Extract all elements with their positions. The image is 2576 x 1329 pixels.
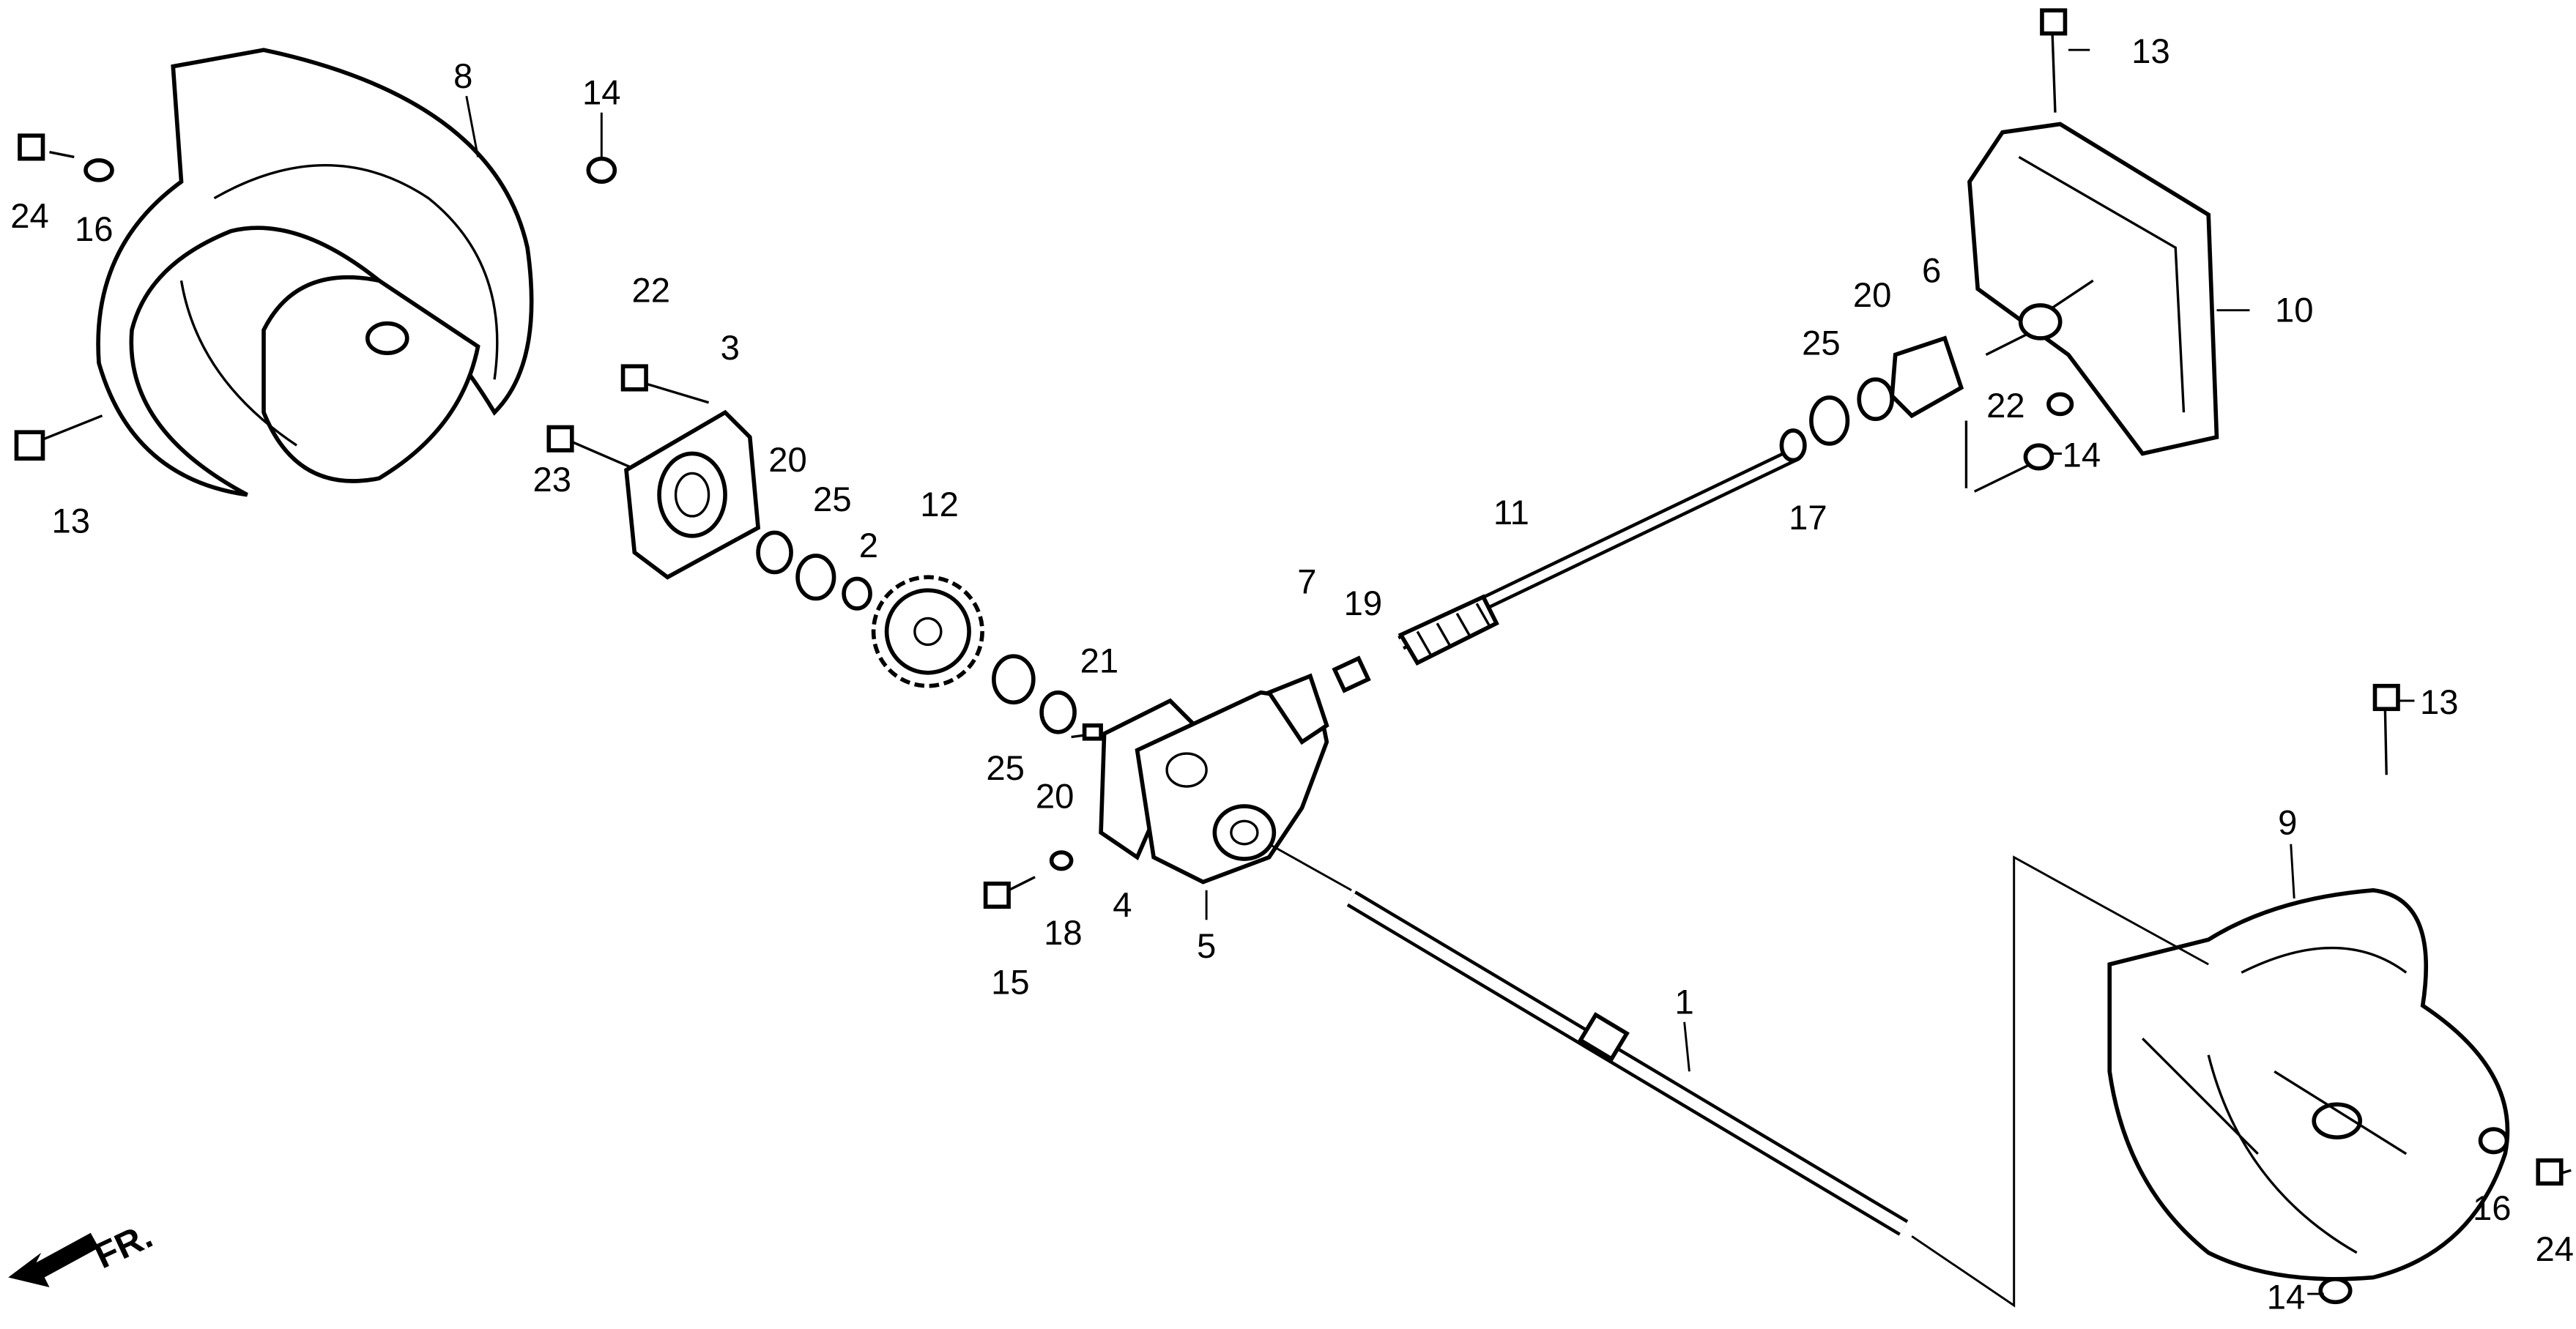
gearbox-5 <box>1135 673 1329 885</box>
callout-20: 20 <box>768 441 807 480</box>
impeller-8 <box>96 48 534 497</box>
callout-21: 21 <box>1080 642 1119 681</box>
callout-16b: 16 <box>2473 1189 2512 1228</box>
callout-2: 2 <box>859 526 878 565</box>
callout-11: 11 <box>1493 494 1529 532</box>
callout-3: 3 <box>721 329 740 368</box>
callout-10: 10 <box>2275 291 2314 330</box>
auger-shaft-1 <box>1346 890 1909 1236</box>
impeller-9 <box>2107 887 2510 1281</box>
callout-13: 13 <box>51 502 90 540</box>
callout-24: 24 <box>10 197 49 236</box>
callout-25c: 25 <box>1802 324 1841 362</box>
callout-4: 4 <box>1113 886 1132 925</box>
callout-22b: 22 <box>1986 387 2025 425</box>
callout-18: 18 <box>1044 914 1083 953</box>
callout-19: 19 <box>1344 584 1383 623</box>
callout-17: 17 <box>1789 499 1827 537</box>
callout-25b: 25 <box>986 749 1025 788</box>
bearing-25-left <box>795 554 836 601</box>
svg-text:FR.: FR. <box>89 1216 159 1277</box>
bushing-19 <box>1332 655 1371 693</box>
seal-20-left <box>756 530 793 575</box>
gear-12 <box>871 575 984 688</box>
seal-20-right <box>1857 377 1894 422</box>
callout-8: 8 <box>453 57 472 96</box>
collar-2 <box>842 576 872 611</box>
callout-14b: 14 <box>2063 436 2101 474</box>
front-direction-marker: FR. <box>8 1216 159 1288</box>
callout-20b: 20 <box>1036 777 1074 816</box>
seal-20-mid <box>1039 690 1077 734</box>
arrow-icon <box>8 1232 100 1288</box>
alignment-lines <box>1268 843 2209 1308</box>
callout-9: 9 <box>2278 803 2297 842</box>
callout-13c: 13 <box>2420 683 2459 722</box>
callout-13b: 13 <box>2131 32 2170 71</box>
callout-15: 15 <box>991 964 1030 1002</box>
callout-20c: 20 <box>1853 276 1892 315</box>
callout-14: 14 <box>582 73 621 112</box>
bearing-25-right <box>1809 395 1850 446</box>
callout-16: 16 <box>75 210 114 249</box>
callout-12: 12 <box>920 485 959 524</box>
flange-6 <box>1890 335 1964 419</box>
callout-25: 25 <box>813 480 852 519</box>
callout-leaders <box>465 48 2415 1295</box>
callout-6: 6 <box>1922 251 1941 290</box>
callout-23: 23 <box>533 461 572 499</box>
washer-17 <box>1779 428 1807 463</box>
bearing-25-mid <box>992 654 1036 705</box>
callout-5: 5 <box>1197 927 1216 966</box>
callout-1: 1 <box>1675 983 1694 1022</box>
worm-shaft-11 <box>1398 447 1800 666</box>
housing-10 <box>1967 122 2219 456</box>
flange-3 <box>624 409 761 580</box>
callout-7: 7 <box>1297 563 1316 602</box>
callout-14c: 14 <box>2267 1278 2306 1317</box>
bolts <box>14 8 2572 1305</box>
callouts: 8 14 24 16 22 3 13 23 20 25 2 12 21 25 2… <box>10 32 2574 1317</box>
callout-24b: 24 <box>2535 1230 2574 1269</box>
callout-22: 22 <box>632 271 671 310</box>
